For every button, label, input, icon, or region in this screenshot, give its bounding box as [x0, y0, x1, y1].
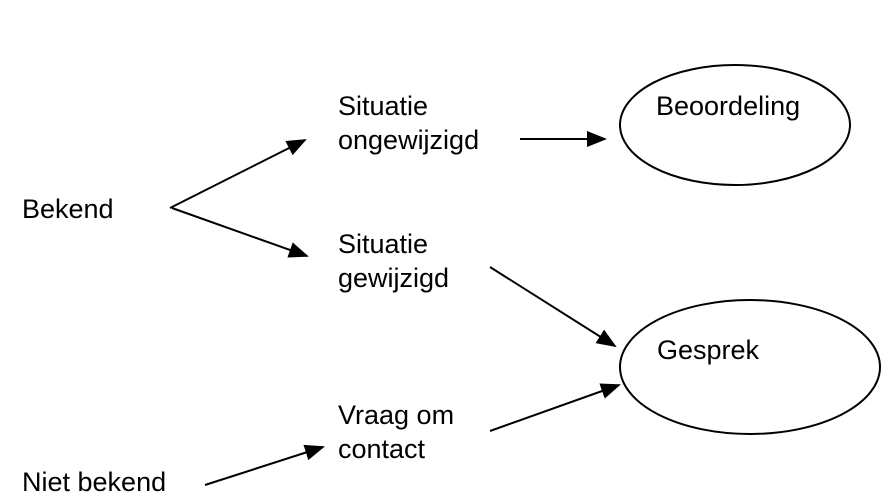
beoordeling-ellipse — [619, 64, 851, 186]
node-situatie-ongewijzigd-line1: Situatie — [338, 91, 429, 121]
arrow-situatie-gewijzigd-to-gesprek — [489, 266, 617, 348]
node-vraag-om-contact-line1: Vraag om — [338, 400, 455, 430]
node-gesprek-label: Gesprek — [657, 335, 760, 365]
node-beoordeling-label: Beoordeling — [656, 91, 801, 121]
node-niet-bekend-label: Niet bekend — [22, 467, 167, 497]
node-vraag-om-contact: Vraag om contact — [338, 398, 454, 466]
arrow-niet-bekend-to-vraag-om-contact — [204, 444, 325, 486]
arrow-vraag-om-contact-to-gesprek — [489, 383, 621, 432]
arrow-bekend-to-situatie-ongewijzigd — [169, 139, 307, 209]
node-situatie-gewijzigd-line2: gewijzigd — [338, 263, 450, 293]
node-situatie-ongewijzigd-line2: ongewijzigd — [338, 125, 480, 155]
node-bekend: Bekend — [22, 192, 114, 226]
node-niet-bekend: Niet bekend — [22, 465, 166, 499]
node-vraag-om-contact-line2: contact — [338, 434, 426, 464]
node-situatie-ongewijzigd: Situatie ongewijzigd — [338, 89, 479, 157]
node-beoordeling: Beoordeling — [656, 89, 800, 123]
node-situatie-gewijzigd: Situatie gewijzigd — [338, 227, 449, 295]
gesprek-ellipse — [619, 299, 881, 435]
node-gesprek: Gesprek — [657, 333, 759, 367]
node-bekend-label: Bekend — [22, 194, 114, 224]
node-situatie-gewijzigd-line1: Situatie — [338, 229, 429, 259]
arrow-bekend-to-situatie-gewijzigd — [171, 207, 309, 258]
